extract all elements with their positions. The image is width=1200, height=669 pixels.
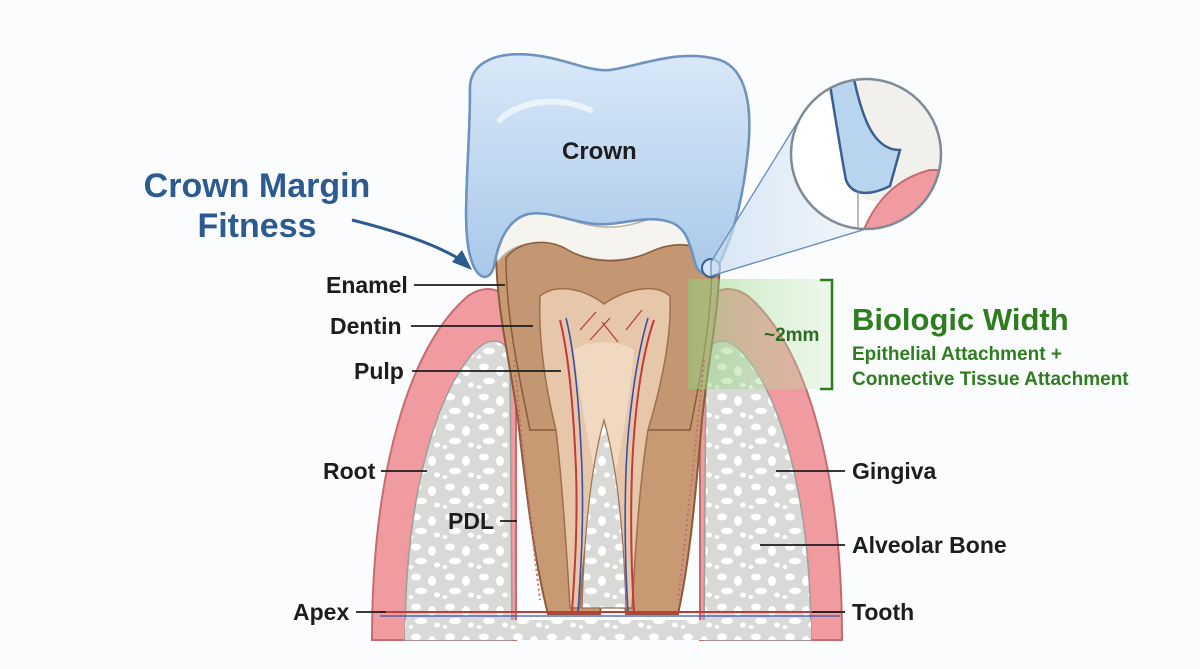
biologic-width-subtitle-line2: Connective Tissue Attachment — [852, 369, 1129, 390]
label-alveolar-bone: Alveolar Bone — [852, 532, 1007, 558]
label-pdl: PDL — [448, 508, 494, 534]
gingiva-and-bone — [370, 288, 844, 641]
crown-margin-arrow — [351, 218, 472, 270]
label-dentin: Dentin — [330, 313, 402, 339]
leader-lines — [356, 284, 845, 613]
label-crown: Crown — [562, 138, 637, 165]
measurement-label: ~2mm — [764, 325, 820, 346]
biologic-width-title: Biologic Width — [852, 302, 1069, 337]
label-apex: Apex — [293, 599, 350, 625]
crown-margin-fitness-title: Crown Margin Fitness — [122, 166, 392, 246]
label-root: Root — [323, 458, 376, 484]
biologic-width-subtitle: Epithelial Attachment + Connective Tissu… — [852, 342, 1129, 392]
crown-margin-title-line1: Crown Margin — [143, 167, 371, 205]
crown-margin-title-line2: Fitness — [197, 207, 317, 245]
biologic-width-zone — [688, 279, 834, 389]
label-tooth: Tooth — [852, 599, 915, 625]
label-pulp: Pulp — [354, 358, 404, 384]
tooth-body — [485, 209, 731, 615]
label-gingiva: Gingiva — [852, 458, 937, 484]
label-enamel: Enamel — [326, 272, 408, 298]
biologic-width-bracket — [820, 278, 834, 391]
biologic-width-subtitle-line1: Epithelial Attachment + — [852, 344, 1062, 365]
